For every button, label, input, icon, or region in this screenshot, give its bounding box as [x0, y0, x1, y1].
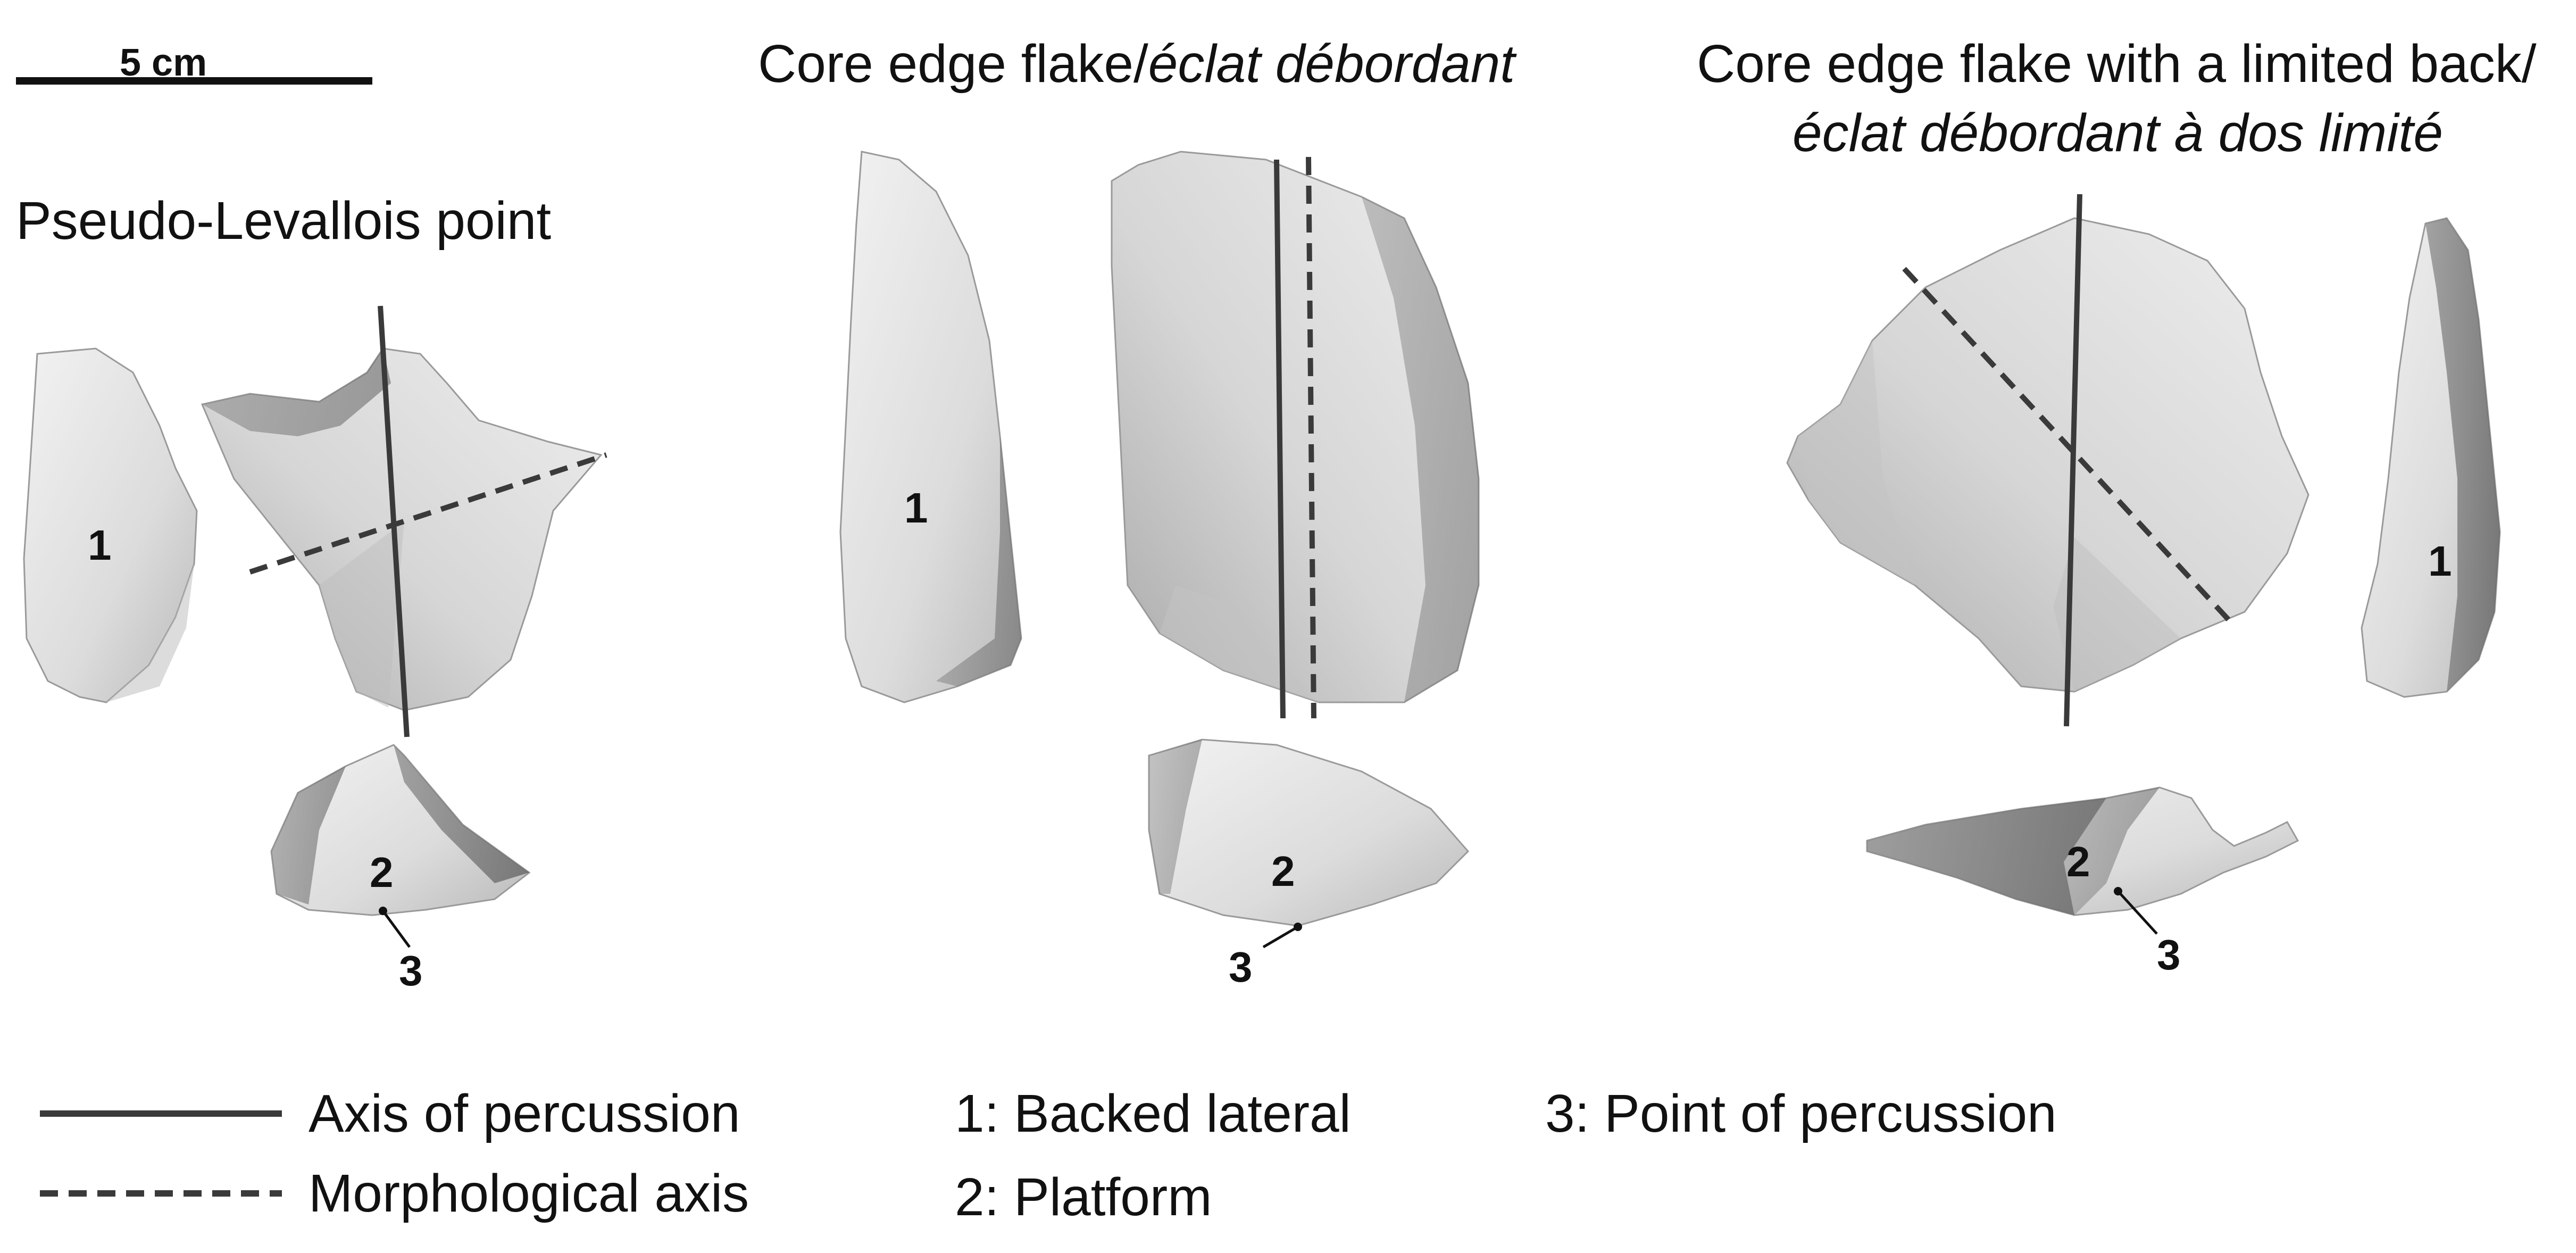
core-edge-limited-title-line1: Core edge flake with a limited back/: [1697, 34, 2537, 94]
core-edge-platform-view: [1148, 738, 1470, 927]
core-edge-limited-morphological-axis: [1902, 267, 2231, 622]
core-edge-limited-title-italic: éclat débordant à dos limité: [1793, 103, 2443, 163]
pseudo-levallois-percussion-axis: [378, 305, 410, 737]
core-edge-limited-dorsal-facet-2: [2053, 537, 2181, 692]
core-edge-dorsal-dark-facet: [1362, 197, 1479, 702]
core-edge-title-plain: Core edge flake/: [758, 34, 1148, 94]
core-edge-label-backed: 1: [904, 484, 928, 532]
core-edge-limited-side-dark: [2425, 218, 2500, 692]
core-edge-label-percussion: 3: [1229, 943, 1253, 991]
core-edge-limited-platform-dark-2: [2064, 787, 2160, 915]
core-edge-dorsal-facet: [1160, 585, 1319, 702]
core-edge-side-view: [839, 151, 1022, 703]
pseudo-levallois-label-backed: 1: [88, 521, 112, 569]
pseudo-levallois-percussion-dot: [379, 907, 387, 915]
core-edge-limited-platform-dark: [1867, 798, 2106, 915]
core-edge-limited-dorsal-facet: [1798, 341, 1915, 585]
pseudo-levallois-side-shade: [106, 564, 194, 702]
pseudo-levallois-label-platform: 2: [370, 849, 394, 896]
scale-bar-label: 5 cm: [120, 42, 207, 84]
core-edge-percussion-dot: [1294, 923, 1302, 931]
core-edge-limited-percussion-leader: [2117, 890, 2158, 935]
pseudo-levallois-morphological-axis: [249, 452, 607, 575]
pseudo-levallois-dorsal-facet: [319, 521, 404, 708]
core-edge-percussion-leader: [1262, 925, 1299, 949]
core-edge-percussion-axis: [1274, 159, 1286, 719]
core-edge-limited-dorsal-view: [1786, 217, 2310, 693]
core-edge-limited-label-percussion: 3: [2157, 931, 2181, 978]
core-edge-limited-label-backed: 1: [2428, 537, 2452, 585]
core-edge-limited-percussion-dot: [2114, 887, 2122, 895]
core-edge-platform-dark: [1149, 740, 1202, 894]
core-edge-morphological-axis: [1306, 156, 1316, 719]
legend-morphological-axis: Morphological axis: [309, 1164, 749, 1223]
core-edge-title: Core edge flake/éclat débordant: [758, 37, 1515, 90]
legend-key-point-of-percussion: 3: Point of percussion: [1545, 1084, 2057, 1143]
core-edge-limited-panel: [1786, 194, 2501, 935]
pseudo-levallois-platform-dark-left: [271, 766, 346, 905]
legend-key-backed-lateral: 1: Backed lateral: [955, 1084, 1351, 1143]
pseudo-levallois-dorsal-dark-facet: [202, 348, 391, 436]
core-edge-limited-percussion-axis: [2064, 194, 2082, 727]
core-edge-label-platform: 2: [1271, 848, 1295, 895]
legend-axis-percussion: Axis of percussion: [309, 1084, 740, 1143]
core-edge-panel: [839, 151, 1480, 949]
pseudo-levallois-percussion-leader: [381, 910, 411, 948]
pseudo-levallois-panel: [23, 305, 607, 948]
core-edge-limited-label-platform: 2: [2066, 838, 2090, 885]
pseudo-levallois-platform-dark: [394, 745, 529, 883]
core-edge-side-shade: [936, 436, 1021, 686]
pseudo-levallois-title: Pseudo-Levallois point: [16, 191, 552, 251]
pseudo-levallois-label-percussion: 3: [399, 947, 423, 994]
core-edge-limited-title-line2: éclat débordant à dos limité: [1793, 106, 2443, 160]
legend-key-platform: 2: Platform: [955, 1167, 1212, 1227]
core-edge-title-italic: éclat débordant: [1148, 34, 1515, 94]
